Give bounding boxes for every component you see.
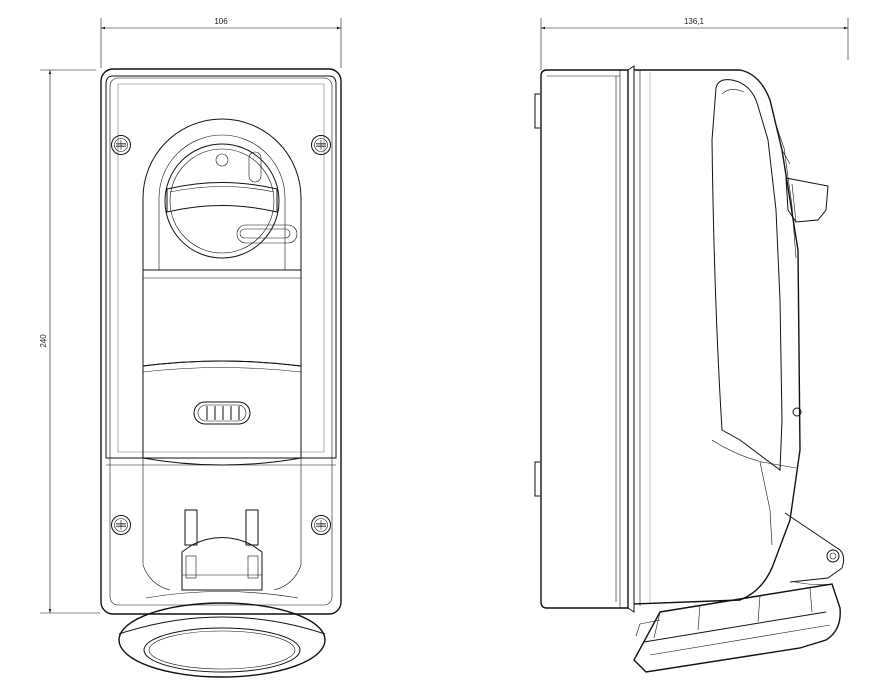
screw-icon xyxy=(111,135,131,155)
front-view xyxy=(100,68,342,678)
rotary-switch xyxy=(142,118,302,270)
socket-ring xyxy=(118,591,326,678)
socket-side xyxy=(633,512,845,673)
dimension-depth-side: 136,1 xyxy=(540,17,849,70)
screw-icon xyxy=(311,515,331,535)
vent-slot xyxy=(193,401,251,425)
dimension-width-front: 106 xyxy=(100,17,342,68)
dimension-label-depth: 136,1 xyxy=(684,17,705,26)
screw-icon xyxy=(111,515,131,535)
side-view xyxy=(534,65,845,673)
switch-handle-side xyxy=(785,177,829,223)
dimension-label-height: 240 xyxy=(39,334,48,348)
dimension-height-front: 240 xyxy=(39,69,100,614)
screw-icon xyxy=(311,135,331,155)
dimension-label-width: 106 xyxy=(214,17,228,26)
socket-hinge xyxy=(181,509,263,591)
